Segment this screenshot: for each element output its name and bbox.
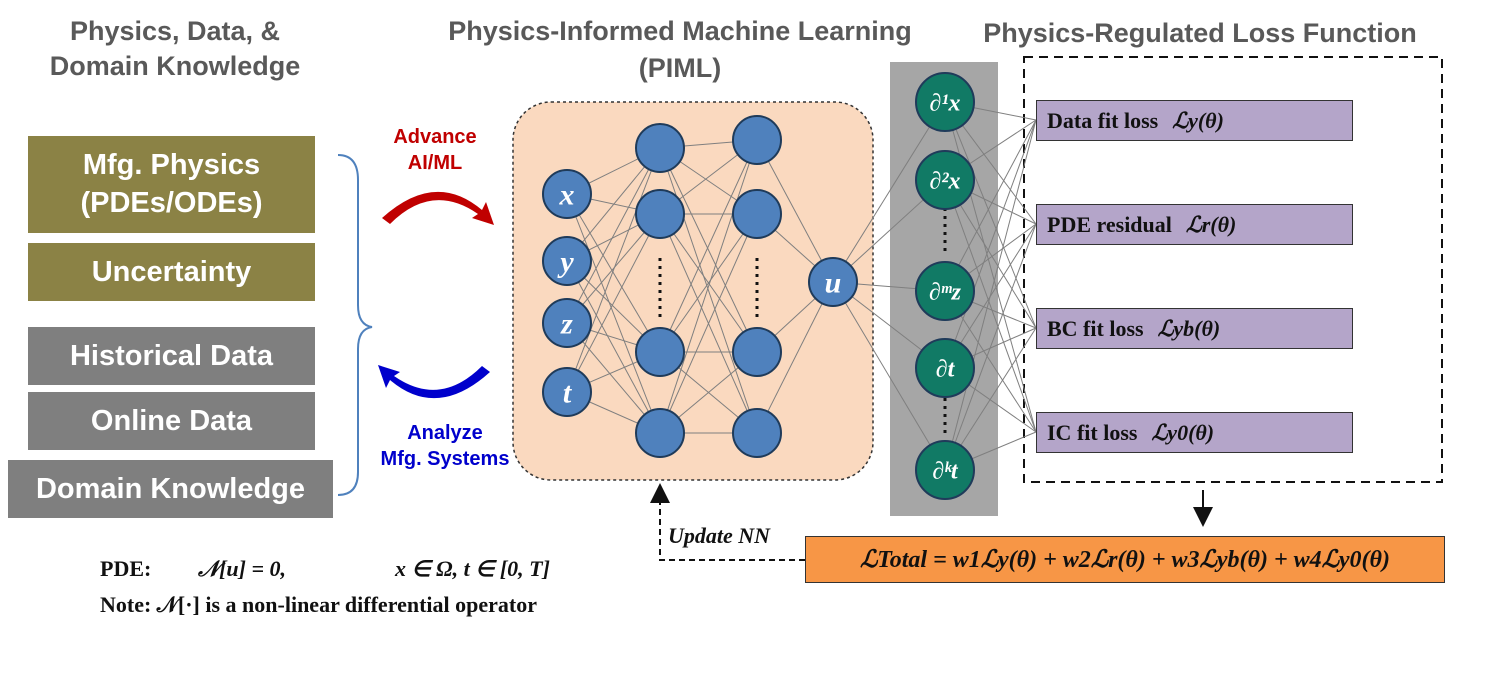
analyze-arrow-icon [378, 365, 490, 399]
derivative-node-d1x: ∂¹x [915, 72, 975, 132]
derivative-node-d1x-label: ∂¹x [929, 90, 960, 116]
edge-output-derivative [832, 101, 946, 283]
pde-equation: 𝒩[u] = 0, [198, 556, 286, 581]
edge-input-hidden1 [566, 213, 661, 393]
update-feedback-line [650, 483, 805, 561]
advance-label: Advance AI/ML [375, 124, 495, 176]
loss-ic-fit: IC fit loss ℒy0(θ) [1036, 412, 1353, 453]
edge-hidden1-hidden2 [659, 147, 758, 353]
pde-label: PDE: [100, 556, 152, 581]
edge-input-hidden1 [566, 193, 661, 434]
domain-knowledge-label: Domain Knowledge [35, 472, 306, 505]
pde-note: Note: 𝒩[·] is a non-linear differential … [100, 592, 537, 617]
historical-data-box: Historical Data [28, 327, 315, 385]
loss-pde-residual: PDE residual ℒr(θ) [1036, 204, 1353, 245]
edge-hidden1-hidden2 [659, 139, 758, 353]
edge-hidden2-output [756, 281, 834, 434]
hidden1-node-2 [635, 189, 685, 239]
input-node-y: y [542, 236, 592, 286]
edge-derivative-loss [944, 119, 1037, 292]
middle-header-line1: Physics-Informed Machine Learning [448, 16, 912, 46]
online-data-box: Online Data [28, 392, 315, 450]
input-node-t-label: t [563, 377, 573, 410]
edge-input-hidden1 [566, 260, 661, 434]
loss-ic-fit-label: IC fit loss [1047, 419, 1138, 445]
loss-data-fit-symbol: ℒy(θ) [1172, 107, 1224, 133]
edge-hidden1-hidden2 [659, 213, 758, 353]
uncertainty-label: Uncertainty [91, 255, 252, 288]
input-node-x-label: x [559, 179, 575, 212]
right-header: Physics-Regulated Loss Function [983, 18, 1417, 48]
analyze-line1: Analyze [407, 422, 483, 444]
hidden2-node-1 [732, 115, 782, 165]
input-node-z: z [542, 298, 592, 348]
edge-input-hidden1 [566, 193, 661, 353]
loss-pde-residual-label: PDE residual [1047, 211, 1172, 237]
analyze-label: Analyze Mfg. Systems [375, 420, 515, 472]
uncertainty-box: Uncertainty [28, 243, 315, 301]
derivative-node-dt-label: ∂t [936, 356, 956, 382]
output-node-u: u [808, 257, 858, 307]
edge-hidden2-output [756, 139, 834, 283]
edge-derivative-loss [944, 119, 1037, 369]
edge-input-hidden1 [566, 147, 661, 393]
derivative-node-dmz: ∂ᵐz [915, 261, 975, 321]
total-loss-formula: ℒTotal = w1ℒy(θ) + w2ℒr(θ) + w3ℒyb(θ) + … [859, 547, 1390, 573]
hidden2-node-2 [732, 189, 782, 239]
loss-pde-residual-symbol: ℒr(θ) [1185, 211, 1237, 237]
derivative-node-dkt: ∂ᵏt [915, 440, 975, 500]
edge-output-derivative [832, 281, 946, 471]
advance-line2: AI/ML [407, 152, 463, 174]
mfg-physics-line2: (PDEs/ODEs) [80, 186, 263, 219]
loss-container [1023, 56, 1443, 483]
hidden1-node-4 [635, 408, 685, 458]
pde-domain: x ∈ Ω, t ∈ [0, T] [395, 556, 550, 581]
hidden2-node-4 [732, 408, 782, 458]
hidden1-node-3 [635, 327, 685, 377]
hidden2-node-3 [732, 327, 782, 377]
update-nn-label: Update NN [668, 523, 771, 548]
middle-header-line2: (PIML) [638, 53, 722, 83]
derivative-node-dmz-label: ∂ᵐz [929, 279, 962, 305]
historical-data-label: Historical Data [69, 339, 274, 372]
advance-line1: Advance [393, 126, 477, 148]
mfg-physics-box: Mfg. Physics (PDEs/ODEs) [28, 136, 315, 233]
hidden1-node-1 [635, 123, 685, 173]
nn-background [512, 101, 874, 481]
derivative-node-dt: ∂t [915, 338, 975, 398]
edge-derivative-loss [944, 223, 1037, 471]
domain-knowledge-box: Domain Knowledge [8, 460, 333, 518]
edge-derivative-loss [944, 179, 1037, 433]
output-node-u-label: u [825, 267, 842, 300]
derivative-node-d2x: ∂²x [915, 150, 975, 210]
loss-bc-fit-label: BC fit loss [1047, 315, 1144, 341]
loss-ic-fit-symbol: ℒy0(θ) [1151, 419, 1215, 445]
mfg-physics-line1: Mfg. Physics [82, 148, 261, 181]
edge-derivative-loss [944, 101, 1037, 329]
edge-hidden1-hidden2 [659, 139, 758, 434]
loss-data-fit: Data fit loss ℒy(θ) [1036, 100, 1353, 141]
brace-icon [337, 154, 373, 496]
advance-arrow-icon [382, 191, 494, 225]
derivative-node-dkt-label: ∂ᵏt [932, 458, 959, 484]
input-node-x: x [542, 169, 592, 219]
loss-bc-fit: BC fit loss ℒyb(θ) [1036, 308, 1353, 349]
left-header: Physics, Data, & Domain Knowledge [49, 16, 301, 82]
edge-derivative-loss [944, 119, 1037, 471]
edge-input-hidden1 [566, 147, 661, 324]
edge-hidden1-hidden2 [659, 213, 758, 434]
analyze-line2: Mfg. Systems [380, 448, 510, 470]
input-node-y-label: y [557, 246, 574, 279]
input-node-z-label: z [560, 308, 573, 341]
loss-data-fit-label: Data fit loss [1047, 107, 1159, 133]
derivative-node-d2x-label: ∂²x [929, 168, 960, 194]
input-node-t: t [542, 367, 592, 417]
loss-bc-fit-symbol: ℒyb(θ) [1157, 315, 1221, 341]
online-data-label: Online Data [90, 404, 253, 437]
nodes-group: x yz t u ∂¹x ∂²x ∂ᵐz ∂t ∂ᵏt [542, 72, 975, 500]
total-loss-box: ℒTotal = w1ℒy(θ) + w2ℒr(θ) + w3ℒyb(θ) + … [805, 536, 1445, 583]
